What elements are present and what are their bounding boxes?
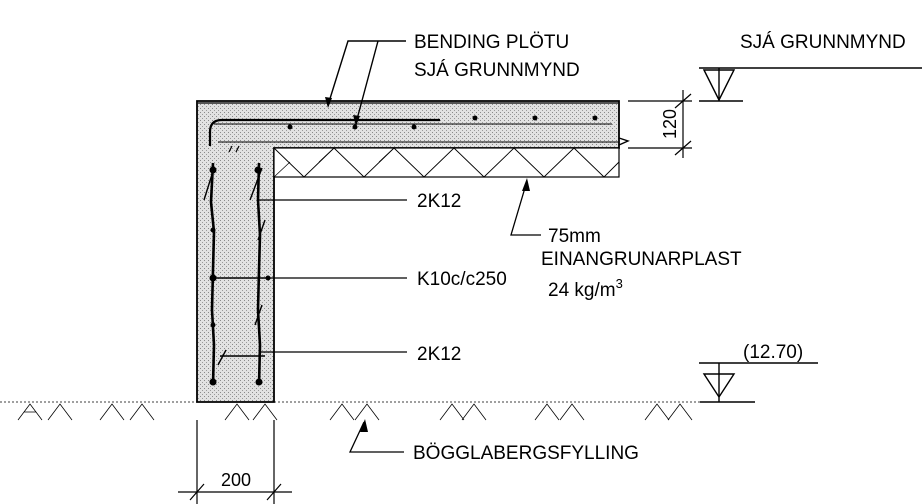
label-stirrups: K10c/c250 <box>417 269 507 290</box>
label-level-reference: SJÁ GRUNNMYND <box>740 32 906 53</box>
wall-rebar-dots <box>209 166 271 386</box>
label-bending-line1: BENDING PLÖTU <box>414 32 569 53</box>
label-insulation-name: EINANGRUNARPLAST <box>541 249 742 270</box>
level-marker-bottom <box>699 362 818 403</box>
fill-hatch <box>17 403 693 421</box>
dim-slab-thickness-text: 120 <box>660 109 680 139</box>
dim-slab-thickness <box>628 90 692 158</box>
slab-rebar <box>208 118 618 153</box>
label-fill-material: BÖGGLABERGSFYLLING <box>413 443 639 464</box>
wall-rebar <box>203 162 268 386</box>
arrow-bending-1 <box>325 97 332 108</box>
dim-wall-width-text: 200 <box>221 470 251 490</box>
label-insulation-thickness: 75mm <box>548 226 601 247</box>
leader-fill <box>348 421 404 453</box>
level-marker-top <box>699 67 922 102</box>
slab-rebar-dots <box>287 115 598 130</box>
label-rebar-top: 2K12 <box>417 191 461 212</box>
dim-wall-width <box>178 420 292 504</box>
leader-bending <box>327 40 406 124</box>
arrow-insulation <box>522 178 530 191</box>
arrow-bending-2 <box>353 115 360 126</box>
arrow-fill <box>360 419 368 432</box>
label-insulation-density: 24 kg/m3 <box>548 276 623 301</box>
slab-end-break <box>618 137 630 146</box>
label-rebar-bottom: 2K12 <box>417 344 461 365</box>
label-bending-line2: SJÁ GRUNNMYND <box>414 60 580 81</box>
leader-insulation <box>510 180 541 236</box>
label-level-value: (12.70) <box>743 342 803 363</box>
insulation-layer <box>273 147 620 178</box>
